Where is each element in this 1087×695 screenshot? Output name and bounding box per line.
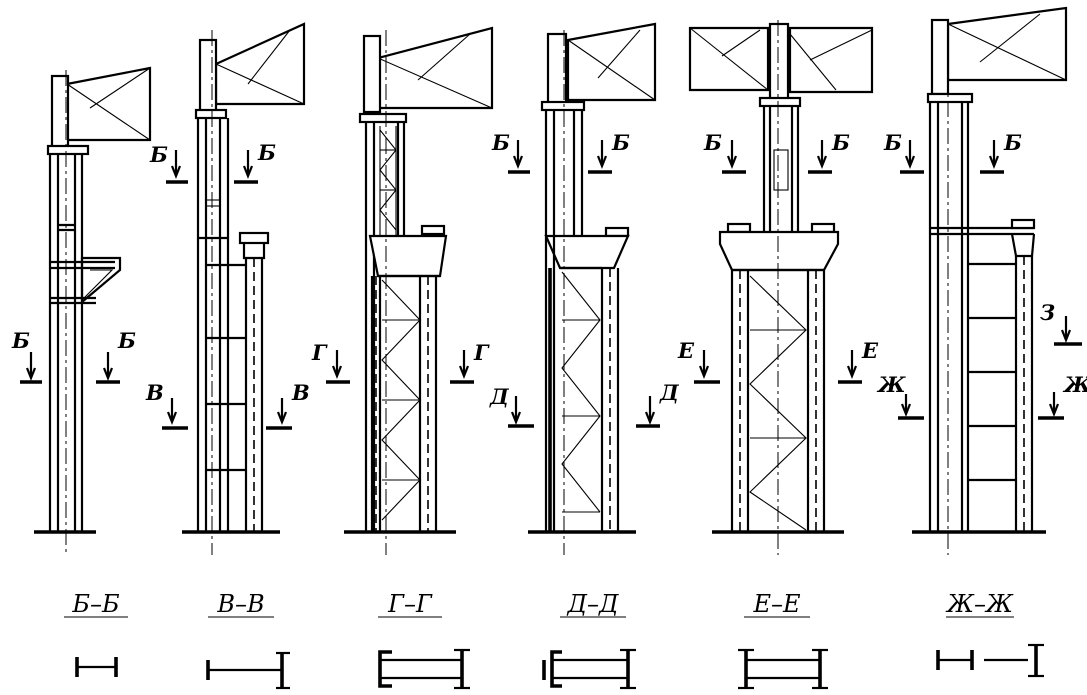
cut-label: Г [311,340,328,365]
cut-marker-right: Г [450,340,490,384]
section-symbol [738,648,828,690]
cut-label: В [291,380,310,405]
section-caption: В–В [216,590,264,618]
cut-marker-left: Г [311,340,350,384]
column-2-elevation [182,22,306,555]
cut-marker-right: Б [96,328,136,384]
cut-marker-upper-right: Б [980,130,1022,174]
cut-label: Д [489,384,510,409]
column-4-elevation [528,22,657,555]
cut-label: Г [473,340,490,365]
section-symbol [936,643,1044,678]
column-3-elevation [344,26,494,555]
cut-label: Б [883,130,902,155]
cut-label: Б [703,130,722,155]
cut-label: Е [677,338,695,363]
cut-label: Б [831,130,850,155]
cut-label: Ж [876,372,906,397]
cut-marker-upper-right: Б [234,140,276,184]
cut-label: Ж [1062,372,1087,397]
section-caption: Б–Б [71,590,120,618]
cut-marker-left: Д [489,384,534,428]
section-caption: Е–Е [752,590,801,618]
cut-marker-right: Е [838,338,879,384]
cut-label: Б [11,328,30,353]
section-captions: Б–Б В–В Г–Г Д–Д Е–Е Ж–Ж [64,590,1014,618]
cross-sections [75,643,1044,690]
cut-label: Б [611,130,630,155]
cut-label: Д [659,380,680,405]
cut-marker-upper-right: Б [588,130,630,174]
cut-marker-upper-left: Б [491,130,530,174]
cut-marker-upper-left: Б [883,130,924,174]
section-caption: Д–Д [566,590,619,618]
cut-label: Б [149,142,168,167]
cut-label: В [145,380,164,405]
section-symbol [75,657,118,677]
section-symbol [206,651,290,690]
cut-marker-upper-left: Б [703,130,746,174]
cut-label: Б [117,328,136,353]
cut-marker-upper-left: Б [149,142,188,184]
section-symbol [542,648,636,690]
cut-marker-right: Ж [1038,372,1087,420]
cut-marker-left: В [145,380,188,430]
cut-label: Б [1003,130,1022,155]
cut-label: Е [861,338,879,363]
column-1-elevation [34,66,152,555]
cut-marker-right: В [266,380,310,430]
cut-marker-left: Е [677,338,720,384]
cut-marker-upper-right: Б [808,130,850,174]
cut-marker-right: Д [636,380,680,428]
cut-marker-extra: З [1040,300,1082,346]
section-caption: Г–Г [387,590,433,618]
section-symbol [378,648,470,690]
cut-marker-left: Ж [876,372,924,420]
column-5-elevation [688,20,874,555]
cut-markers: Б Б Б Б В В [11,130,1087,430]
column-6-elevation [912,6,1068,555]
cut-label: Б [257,140,276,165]
cut-marker-left: Б [11,328,42,384]
section-caption: Ж–Ж [945,590,1014,618]
cut-label: Б [491,130,510,155]
cut-label: З [1040,300,1055,325]
